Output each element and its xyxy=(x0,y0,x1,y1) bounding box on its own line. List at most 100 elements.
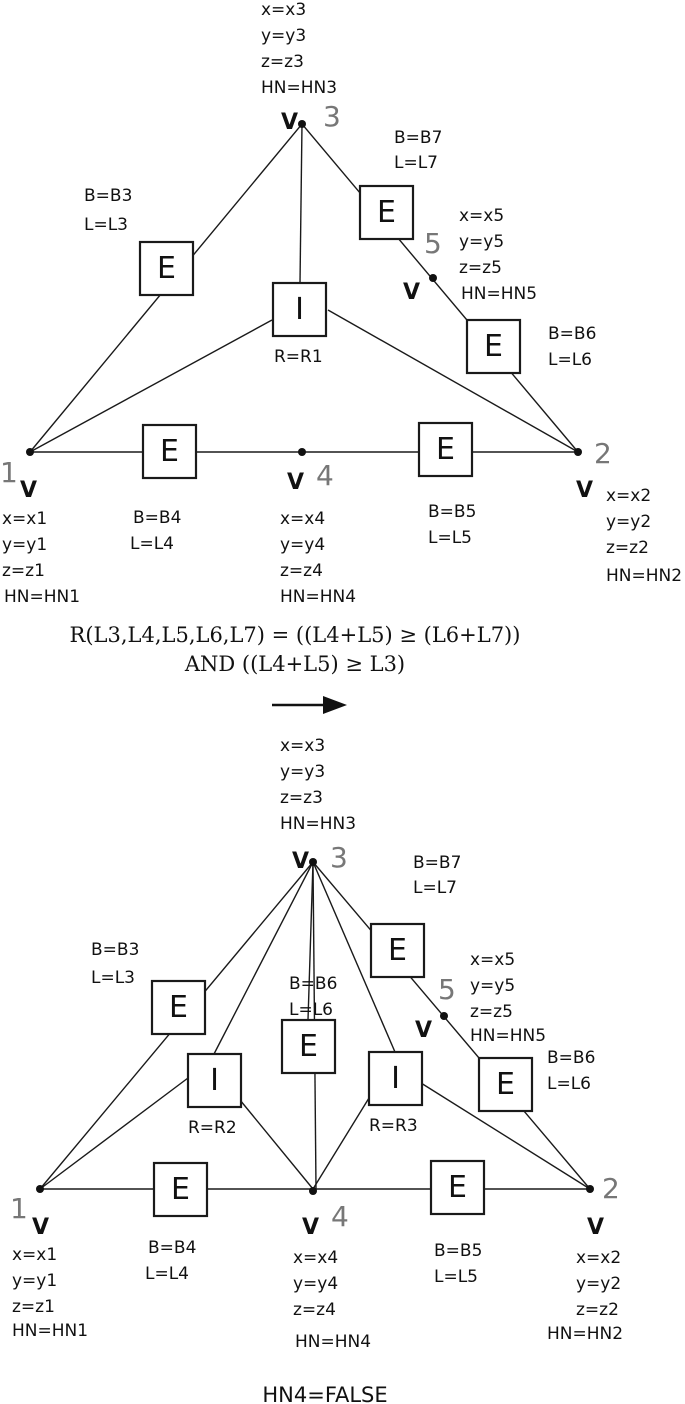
svg-text:E: E xyxy=(299,1029,318,1064)
bottom-graph: E I E I E E E E V 3 xyxy=(10,736,623,1352)
top-v3-number: 3 xyxy=(323,100,341,133)
bottom-edge-i-right-v4 xyxy=(312,1097,370,1190)
bottom-v3-attrs: x=x3 y=y3 z=z3 HN=HN3 xyxy=(280,736,356,834)
svg-text:HN=HN3: HN=HN3 xyxy=(261,78,337,98)
svg-text:E: E xyxy=(160,434,179,469)
svg-text:x=x3: x=x3 xyxy=(280,736,325,756)
top-v4-mark: V xyxy=(287,470,304,495)
bottom-edge-v3-e-center xyxy=(307,861,314,1021)
top-e-box-left: E xyxy=(138,240,195,297)
svg-text:E: E xyxy=(496,1067,515,1102)
svg-text:x=x3: x=x3 xyxy=(261,0,306,20)
svg-text:B=B3: B=B3 xyxy=(84,186,132,206)
top-e-left-attrs: B=B3 L=L3 xyxy=(84,186,132,235)
top-edge-v3-v2 xyxy=(301,123,579,453)
svg-text:x=x1: x=x1 xyxy=(12,1245,57,1265)
top-v4-attrs: x=x4 y=y4 z=z4 HN=HN4 xyxy=(280,509,356,607)
svg-text:HN=HN3: HN=HN3 xyxy=(280,814,356,834)
svg-text:E: E xyxy=(377,195,396,230)
svg-text:HN=HN1: HN=HN1 xyxy=(4,587,80,607)
svg-text:HN=HN4: HN=HN4 xyxy=(295,1332,371,1352)
svg-text:E: E xyxy=(388,933,407,968)
bottom-edge-i-right-v2 xyxy=(420,1082,591,1190)
bottom-v1-attrs: x=x1 y=y1 z=z1 HN=HN1 xyxy=(12,1245,88,1341)
top-v2-attrs: x=x2 y=y2 z=z2 HN=HN2 xyxy=(606,486,682,586)
bottom-v4-mark: V xyxy=(302,1215,319,1240)
svg-text:L=L3: L=L3 xyxy=(91,968,135,988)
svg-text:L=L3: L=L3 xyxy=(84,215,128,235)
svg-text:HN=HN5: HN=HN5 xyxy=(470,1026,546,1046)
top-e-box-bottom-left: E xyxy=(141,423,198,480)
svg-text:R(L3,L4,L5,L6,L7) = ((L4+L5) ≥: R(L3,L4,L5,L6,L7) = ((L4+L5) ≥ (L6+L7)) xyxy=(70,623,521,647)
top-v2-mark: V xyxy=(576,478,593,503)
top-e-right-lower-attrs: B=B6 L=L6 xyxy=(548,324,596,370)
svg-text:y=y2: y=y2 xyxy=(576,1274,621,1294)
svg-text:L=L5: L=L5 xyxy=(434,1267,478,1287)
bottom-v1-mark: V xyxy=(32,1215,49,1240)
bottom-e-box-left: E xyxy=(150,979,207,1036)
svg-text:HN=HN5: HN=HN5 xyxy=(461,284,537,304)
bottom-e-right-upper-attrs: B=B7 L=L7 xyxy=(413,853,461,898)
svg-text:z=z5: z=z5 xyxy=(459,258,502,278)
svg-text:E: E xyxy=(171,1172,190,1207)
svg-text:z=z1: z=z1 xyxy=(2,561,45,581)
svg-text:z=z4: z=z4 xyxy=(280,561,323,581)
bottom-v1-number: 1 xyxy=(10,1192,28,1225)
bottom-e-center-attrs: B=B6 L=L6 xyxy=(289,974,337,1020)
svg-text:B=B5: B=B5 xyxy=(434,1241,482,1261)
bottom-v2-attrs: x=x2 y=y2 z=z2 HN=HN2 xyxy=(547,1248,623,1344)
svg-text:x=x5: x=x5 xyxy=(459,206,504,226)
top-v3-mark: V xyxy=(281,110,298,135)
top-v1-mark: V xyxy=(20,478,37,503)
svg-text:L=L7: L=L7 xyxy=(394,153,438,173)
top-graph: E E E E E I V 3 1 V 2 V V 4 5 V xyxy=(0,0,682,607)
top-edge-v3-i xyxy=(299,123,303,284)
top-edge-i-v1 xyxy=(29,319,273,453)
top-v3-attrs: x=x3 y=y3 z=z3 HN=HN3 xyxy=(261,0,337,98)
svg-text:z=z1: z=z1 xyxy=(12,1297,55,1317)
svg-text:HN=HN1: HN=HN1 xyxy=(12,1321,88,1341)
svg-text:y=y1: y=y1 xyxy=(2,535,47,555)
bottom-v4-attrs: x=x4 y=y4 z=z4 HN=HN4 xyxy=(293,1248,371,1352)
svg-text:z=z3: z=z3 xyxy=(280,788,323,808)
bottom-e-bottom-right-attrs: B=B5 L=L5 xyxy=(434,1241,482,1287)
top-e-right-upper-attrs: B=B7 L=L7 xyxy=(394,128,442,173)
top-v5-mark: V xyxy=(403,280,420,305)
bottom-vertex-dot-1 xyxy=(36,1185,44,1193)
svg-text:AND ((L4+L5) ≥ L3): AND ((L4+L5) ≥ L3) xyxy=(184,652,405,676)
bottom-e-box-center: E xyxy=(280,1018,337,1075)
svg-text:E: E xyxy=(448,1170,467,1205)
svg-text:E: E xyxy=(169,990,188,1025)
svg-text:y=y3: y=y3 xyxy=(261,26,306,46)
top-v1-number: 1 xyxy=(0,456,18,489)
svg-text:x=x1: x=x1 xyxy=(2,509,47,529)
bottom-i-box-left: I xyxy=(186,1052,243,1109)
top-v4-number: 4 xyxy=(316,459,334,492)
bottom-vertex-dot-2 xyxy=(586,1185,594,1193)
top-v5-number: 5 xyxy=(424,227,442,260)
bottom-edge-v3-i-left xyxy=(213,861,314,1055)
bottom-v5-mark: V xyxy=(415,1018,432,1043)
svg-text:z=z2: z=z2 xyxy=(606,538,649,558)
bottom-edge-v3-i-right xyxy=(312,861,396,1053)
svg-text:B=B3: B=B3 xyxy=(91,940,139,960)
bottom-vertex-dot-3 xyxy=(309,858,317,866)
footer-condition: HN4=FALSE xyxy=(262,1383,387,1404)
svg-text:I: I xyxy=(391,1061,400,1096)
svg-text:y=y5: y=y5 xyxy=(459,232,504,252)
svg-text:x=x4: x=x4 xyxy=(280,509,325,529)
top-vertex-dot-2 xyxy=(574,448,582,456)
top-vertex-dot-1 xyxy=(26,448,34,456)
bottom-v4-number: 4 xyxy=(331,1200,349,1233)
top-v2-number: 2 xyxy=(594,437,612,470)
svg-text:B=B4: B=B4 xyxy=(133,508,181,528)
svg-text:E: E xyxy=(157,251,176,286)
bottom-edge-i-left-v4 xyxy=(239,1099,314,1190)
bottom-e-box-bottom-right: E xyxy=(429,1159,486,1216)
svg-text:B=B7: B=B7 xyxy=(413,853,461,873)
svg-text:z=z3: z=z3 xyxy=(261,52,304,72)
bottom-e-box-right-lower: E xyxy=(477,1056,534,1113)
bottom-e-box-right-upper: E xyxy=(369,922,426,979)
top-e-box-right-lower: E xyxy=(465,318,522,375)
